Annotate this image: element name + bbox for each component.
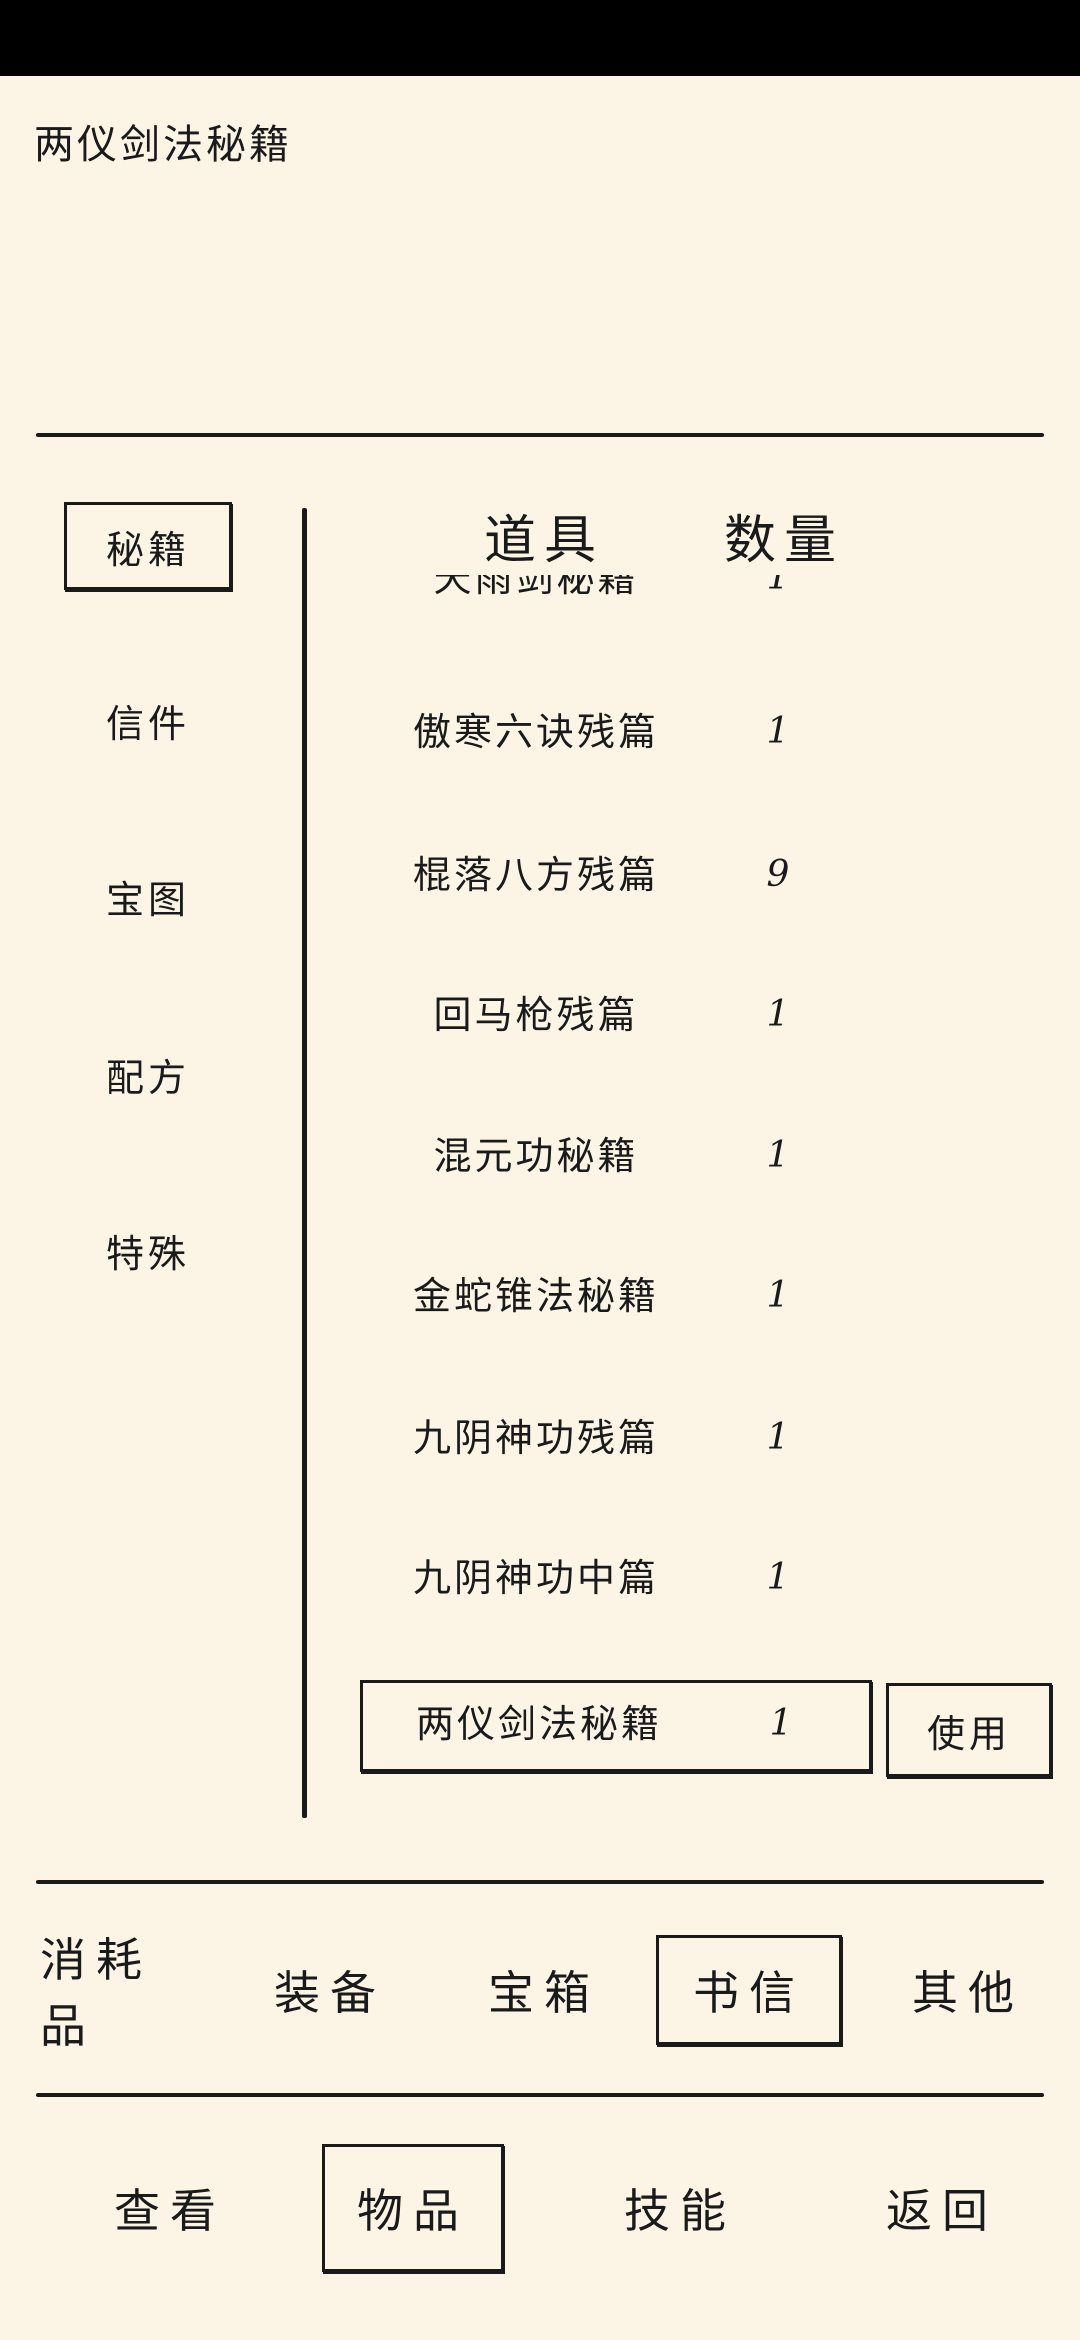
item-name: 两仪剑法秘籍 (415, 1702, 662, 1746)
item-row[interactable]: 混元功秘籍 1 (360, 1121, 880, 1191)
item-row-selected[interactable]: 两仪剑法秘籍 1 (360, 1680, 872, 1772)
tab-chests[interactable]: 宝箱 (488, 1966, 600, 2020)
item-quantity: 1 (766, 1275, 790, 1316)
item-row[interactable]: 天雨剑秘籍 1 (360, 575, 880, 613)
category-peifang[interactable]: 配方 (64, 1030, 232, 1118)
tab-letters[interactable]: 书信 (656, 1935, 842, 2045)
item-name: 九阴神功中篇 (412, 1556, 659, 1600)
item-row[interactable]: 回马枪残篇 1 (360, 980, 880, 1050)
column-header-item: 道具 (484, 511, 605, 571)
nav-view[interactable]: 查看 (114, 2184, 226, 2238)
item-row[interactable]: 九阴神功残篇 1 (360, 1403, 880, 1473)
item-name: 傲寒六诀残篇 (412, 710, 659, 754)
item-quantity: 1 (766, 1417, 790, 1458)
item-quantity: 1 (766, 1557, 790, 1598)
middle-divider (36, 1880, 1044, 1884)
item-row[interactable]: 金蛇锥法秘籍 1 (360, 1261, 880, 1331)
item-name: 九阴神功残篇 (412, 1416, 659, 1460)
tab-equipment[interactable]: 装备 (274, 1966, 386, 2020)
tab-others[interactable]: 其他 (912, 1966, 1024, 2020)
use-button[interactable]: 使用 (886, 1683, 1052, 1777)
top-divider (36, 433, 1044, 437)
category-miji[interactable]: 秘籍 (64, 502, 232, 590)
item-name: 天雨剑秘籍 (433, 575, 639, 600)
category-xinjian[interactable]: 信件 (64, 676, 232, 764)
category-label: 特殊 (105, 1231, 190, 1276)
category-label: 宝图 (105, 877, 190, 922)
item-quantity: 1 (769, 1703, 793, 1744)
item-quantity: 1 (766, 575, 790, 598)
category-label: 配方 (105, 1055, 190, 1100)
item-name: 金蛇锥法秘籍 (412, 1274, 659, 1318)
item-row[interactable]: 傲寒六诀残篇 1 (360, 697, 880, 767)
item-description-title: 两仪剑法秘籍 (34, 122, 292, 168)
tab-consumables[interactable]: 消耗品 (40, 1933, 152, 2053)
column-header-quantity: 数量 (724, 511, 845, 571)
item-quantity: 1 (766, 711, 790, 752)
item-row[interactable]: 棍落八方残篇 9 (360, 840, 880, 910)
item-name: 棍落八方残篇 (412, 853, 659, 897)
status-bar (0, 0, 1080, 76)
nav-back[interactable]: 返回 (886, 2184, 998, 2238)
nav-items[interactable]: 物品 (322, 2144, 504, 2272)
item-name: 回马枪残篇 (433, 993, 639, 1037)
item-quantity: 1 (766, 1135, 790, 1176)
item-quantity: 1 (766, 994, 790, 1035)
category-label: 信件 (105, 701, 190, 746)
item-row[interactable]: 九阴神功中篇 1 (360, 1543, 880, 1613)
item-quantity: 9 (766, 854, 790, 895)
category-teshu[interactable]: 特殊 (64, 1206, 232, 1294)
nav-skills[interactable]: 技能 (624, 2184, 736, 2238)
sidebar-divider (302, 508, 307, 1818)
category-baotu[interactable]: 宝图 (64, 852, 232, 940)
item-name: 混元功秘籍 (433, 1134, 639, 1178)
bottom-divider (36, 2093, 1044, 2097)
category-label: 秘籍 (105, 527, 190, 572)
